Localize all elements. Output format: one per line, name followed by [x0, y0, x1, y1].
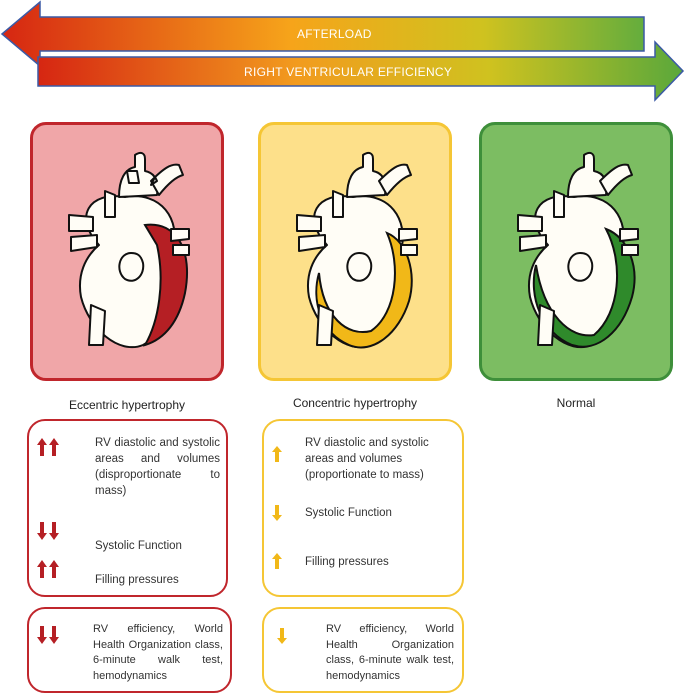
double-down-arrow-icon — [37, 522, 59, 540]
concentric-findings-box: RV diastolic and systolic areas and volu… — [262, 419, 464, 597]
heart-panel-normal — [479, 122, 673, 381]
double-down-arrow-icon — [37, 626, 59, 644]
heart-panel-concentric — [258, 122, 452, 381]
up-arrow-icon — [272, 446, 282, 462]
eccentric-item-1-text: RV diastolic and systolic areas and volu… — [95, 437, 220, 497]
heart-panel-eccentric — [30, 122, 224, 381]
up-arrow-icon — [272, 553, 282, 569]
heart-eccentric-icon — [68, 151, 190, 348]
title-concentric: Concentric hypertrophy — [292, 396, 418, 410]
down-arrow-icon — [277, 628, 287, 644]
efficiency-arrow — [37, 40, 685, 102]
concentric-outcome-box: RV efficiency, World Health Organization… — [262, 607, 464, 693]
afterload-label: AFTERLOAD — [297, 27, 372, 41]
heart-concentric-icon — [296, 151, 418, 349]
concentric-item-2-text: Systolic Function — [305, 507, 392, 519]
eccentric-outcome-text: RV efficiency, World Health Organization… — [93, 623, 223, 682]
concentric-outcome-text: RV efficiency, World Health Organization… — [326, 623, 454, 682]
double-up-arrow-icon — [37, 438, 59, 456]
title-eccentric: Eccentric hypertrophy — [68, 398, 186, 412]
concentric-item-3-text: Filling pressures — [305, 556, 389, 568]
heart-normal-icon — [517, 151, 639, 348]
eccentric-item-2-text: Systolic Function — [95, 540, 182, 552]
double-up-arrow-icon — [37, 560, 59, 578]
efficiency-label: RIGHT VENTRICULAR EFFICIENCY — [244, 65, 453, 79]
down-arrow-icon — [272, 505, 282, 521]
eccentric-item-3-text: Filling pressures — [95, 574, 179, 586]
concentric-item-1-text: RV diastolic and systolic areas and volu… — [305, 437, 429, 481]
title-normal: Normal — [556, 396, 596, 410]
eccentric-outcome-box: RV efficiency, World Health Organization… — [27, 607, 232, 693]
eccentric-findings-box: RV diastolic and systolic areas and volu… — [27, 419, 228, 597]
gradient-arrows — [0, 0, 685, 102]
